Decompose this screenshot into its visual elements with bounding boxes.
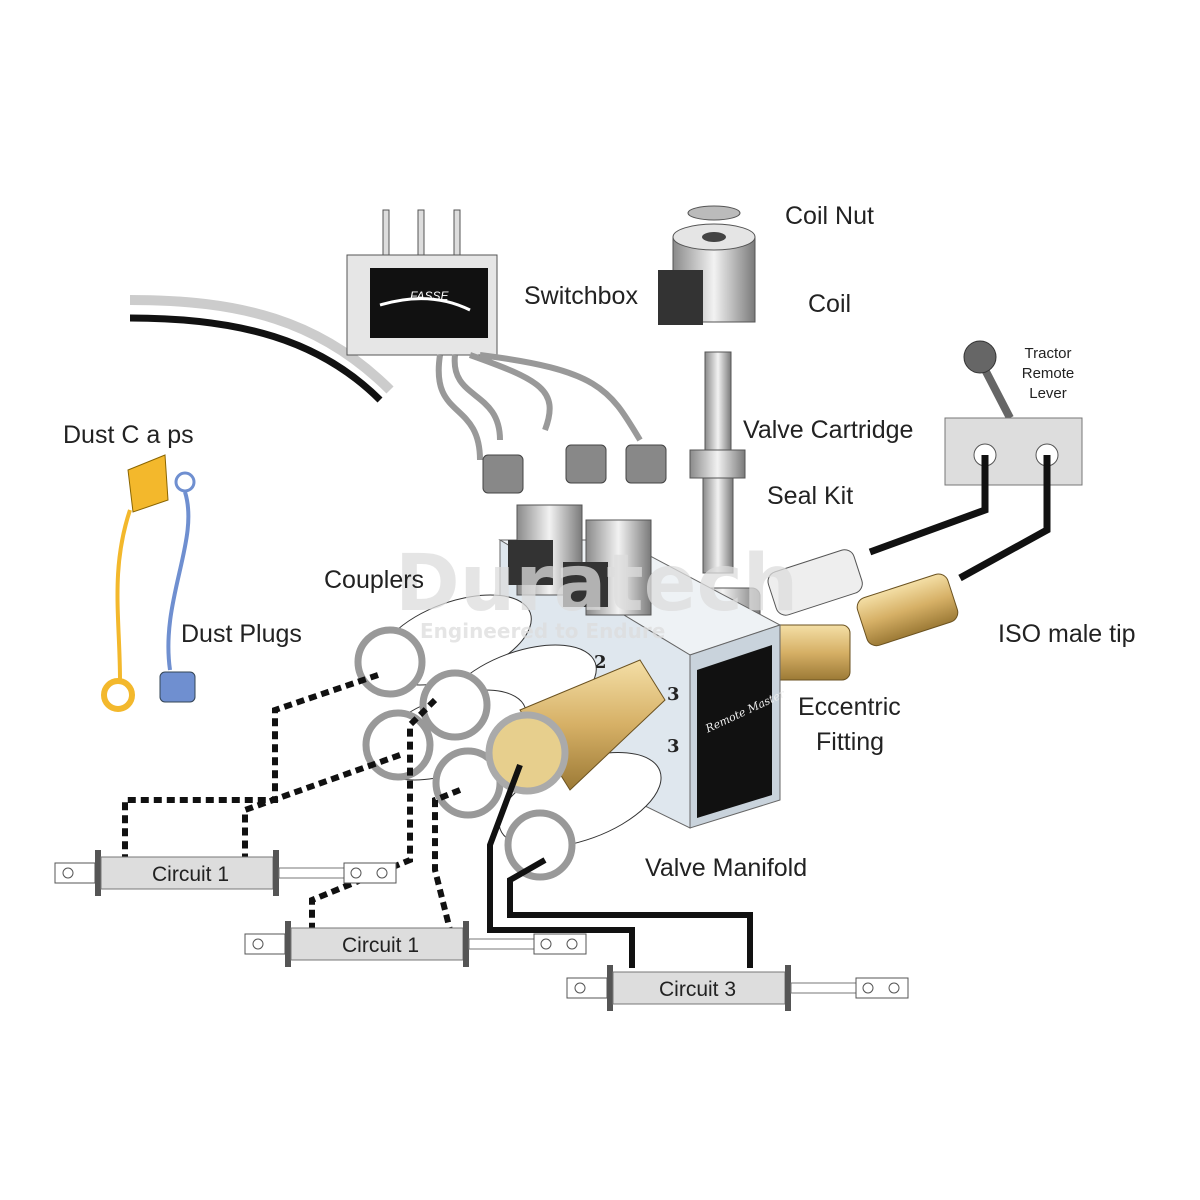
label-remote: Remote: [1022, 365, 1075, 382]
label-dust-plugs: Dust Plugs: [181, 620, 302, 648]
cylinder-label: Circuit 3: [659, 978, 736, 1001]
watermark: Duratech Engineered to Endure: [395, 539, 798, 643]
label-couplers: Couplers: [324, 566, 424, 594]
valve-cartridge: [689, 351, 746, 479]
label-lever: Lever: [1029, 385, 1067, 402]
label-valve-cartridge: Valve Cartridge: [743, 416, 913, 444]
port-number-3b: 3: [667, 736, 680, 757]
label-iso-male-tip: ISO male tip: [998, 620, 1136, 648]
wire-connectors: [482, 444, 667, 494]
switchbox: FASSE: [346, 209, 667, 494]
svg-text:Duratech: Duratech: [395, 539, 798, 629]
label-eccentric-fitting-1: Eccentric: [798, 693, 901, 721]
label-dust-caps: Dust C a ps: [63, 421, 194, 449]
label-tractor: Tractor: [1025, 345, 1072, 362]
switchbox-cable: [129, 295, 394, 403]
label-eccentric-fitting-2: Fitting: [816, 728, 884, 756]
dust-cap: [101, 454, 169, 712]
cylinder-1: Circuit 1: [54, 850, 397, 896]
label-switchbox: Switchbox: [524, 282, 638, 310]
toggle-switches: [382, 209, 461, 256]
coil-nut: [687, 205, 741, 221]
dust-plug: [159, 471, 196, 703]
iso-male-tips: [767, 549, 959, 647]
svg-text:Engineered to Endure: Engineered to Endure: [420, 619, 665, 643]
cylinder-2: Circuit 1: [244, 921, 587, 967]
cylinder-3: Circuit 3: [566, 965, 909, 1011]
label-coil: Coil: [808, 290, 851, 318]
label-coil-nut: Coil Nut: [785, 202, 874, 230]
brass-coupler: [485, 659, 666, 795]
callout-labels: Coil Nut Coil Switchbox Valve Cartridge …: [63, 202, 1136, 882]
tractor-remote-lever: [868, 340, 1083, 582]
cylinder-label: Circuit 1: [342, 934, 419, 957]
port-number-2: 2: [594, 652, 607, 673]
port-number-3a: 3: [667, 684, 680, 705]
seal-kit: [702, 477, 734, 574]
label-valve-manifold: Valve Manifold: [645, 854, 807, 882]
hoses: [122, 672, 753, 968]
label-seal-kit: Seal Kit: [767, 482, 853, 510]
coil: [658, 223, 756, 325]
fasse-logo: FASSE: [410, 289, 449, 303]
cylinder-label: Circuit 1: [152, 863, 229, 886]
